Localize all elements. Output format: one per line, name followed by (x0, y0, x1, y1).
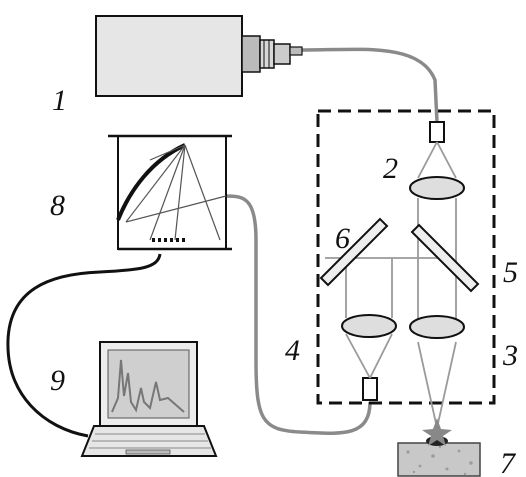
label-2: 2 (383, 152, 398, 185)
label-1: 1 (52, 84, 67, 117)
focusing-lens-3 (409, 315, 465, 339)
spectrometer (108, 134, 232, 251)
detector-array (152, 238, 185, 242)
fiber-head-to-spectrometer (225, 194, 372, 435)
sample (397, 442, 481, 477)
spectrum-trace (111, 359, 185, 413)
excitation-beam (417, 141, 457, 429)
laser-source-box (95, 15, 243, 97)
label-4: 4 (285, 334, 300, 367)
collimating-lens-2 (409, 176, 465, 200)
cable-spectrometer-to-laptop (6, 253, 162, 438)
label-3: 3 (502, 339, 518, 372)
label-5: 5 (503, 256, 518, 289)
collection-fiber-port (362, 377, 378, 401)
laptop (80, 341, 218, 457)
label-8: 8 (50, 189, 65, 222)
focusing-lens-4 (341, 314, 397, 338)
plasma-spark (422, 418, 452, 446)
fiber-connector (241, 35, 303, 73)
dichroic-mirror-5 (410, 223, 480, 293)
fiber-laser-to-head (299, 47, 439, 123)
mirror-6 (319, 217, 389, 287)
excitation-fiber-port (429, 121, 445, 143)
spectrometer-box (117, 135, 227, 250)
probe-head-housing (316, 109, 496, 405)
label-9: 9 (50, 364, 65, 397)
label-7: 7 (500, 447, 517, 477)
sample-texture (406, 445, 473, 476)
label-6: 6 (335, 222, 350, 255)
concave-grating (116, 143, 186, 221)
